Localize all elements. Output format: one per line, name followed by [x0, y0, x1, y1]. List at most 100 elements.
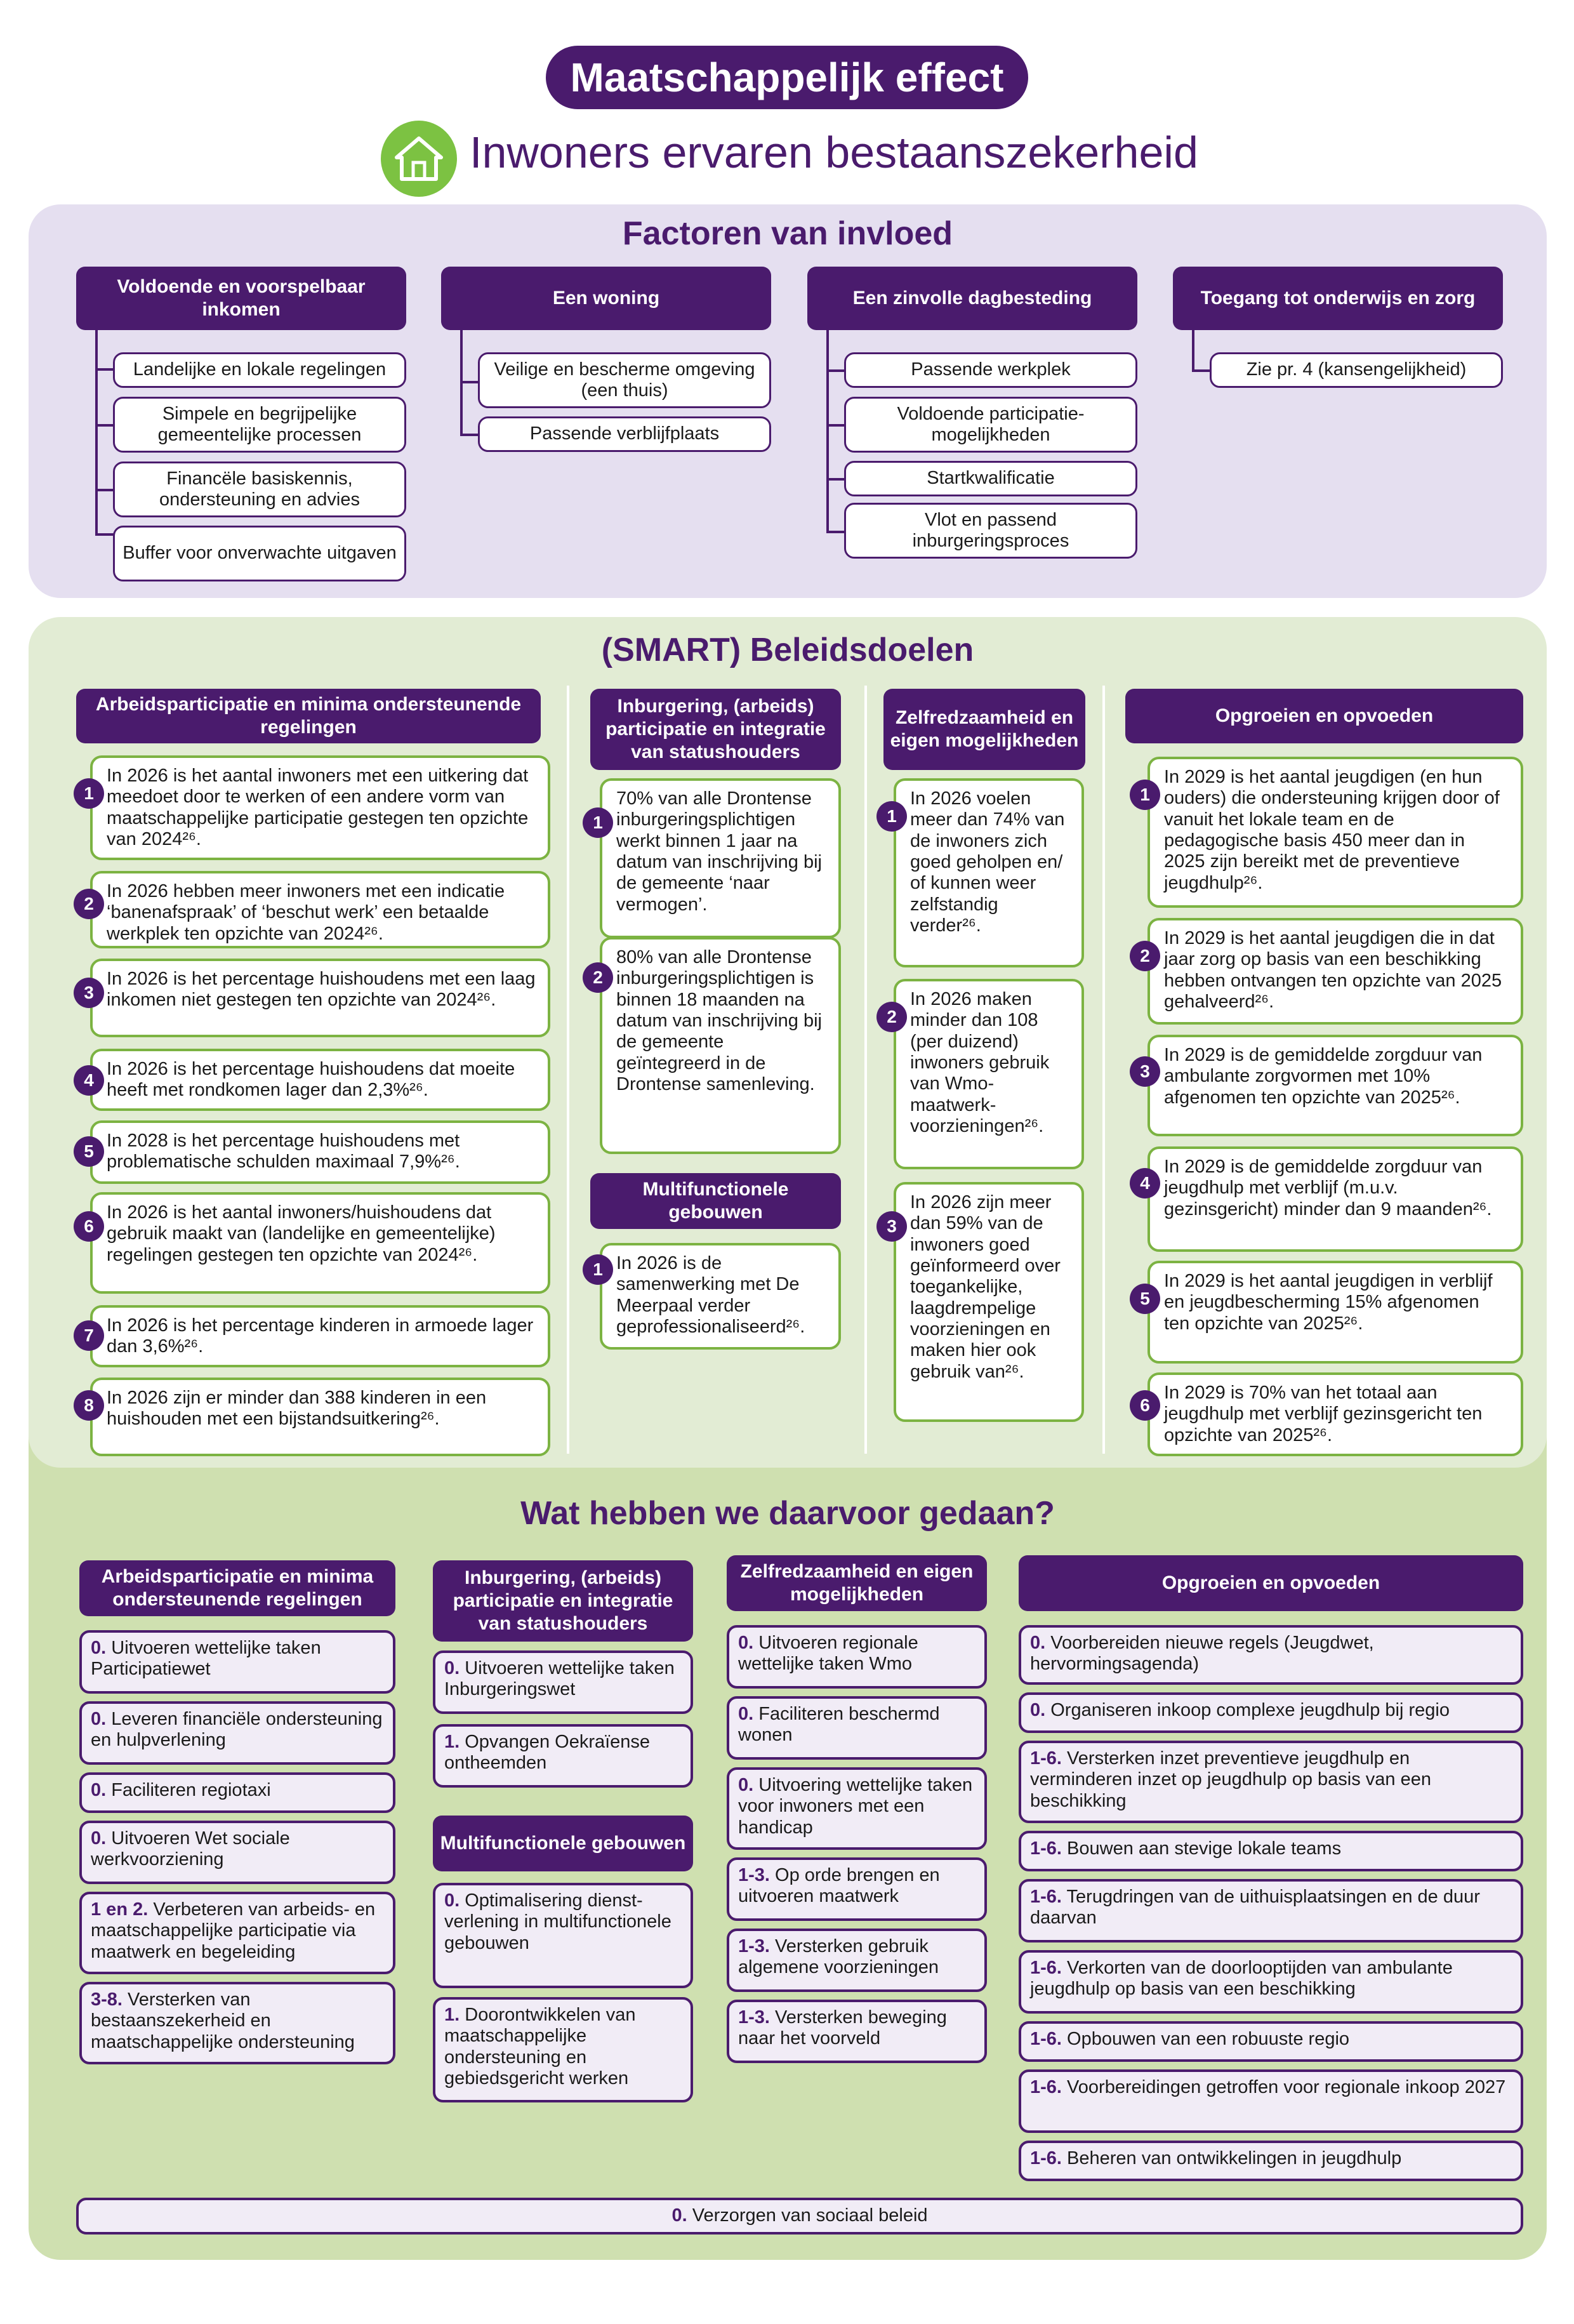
goal-text: In 2026 hebben meer inwoners met een ind…: [107, 881, 505, 944]
action-text: Uitvoeren wettelijke taken Inburgeringsw…: [444, 1658, 675, 1700]
action-code: 1-6.: [1030, 1838, 1062, 1859]
action-item: 0. Leveren financiële ondersteuning en h…: [79, 1701, 395, 1765]
action-text: Voorbereiden nieuwe regels (Jeugdwet, he…: [1030, 1633, 1374, 1675]
action-item: 1-6. Bouwen aan stevige lokale teams: [1019, 1831, 1523, 1871]
action-text: Op orde brengen en uitvoeren maatwerk: [738, 1865, 940, 1907]
action-item: 0. Optimalisering dienst-verlening in mu…: [433, 1883, 693, 1988]
goal-number: 3: [74, 978, 104, 1008]
action-item: 1-6. Terugdringen van de uithuisplaatsin…: [1019, 1879, 1523, 1942]
connector-line: [826, 330, 829, 532]
action-text: Leveren financiële ondersteuning en hulp…: [91, 1709, 383, 1751]
goal-text: In 2026 is het percentage huishoudens me…: [107, 969, 536, 1011]
action-code: 0.: [91, 1709, 107, 1729]
action-item: 3-8. Versterken van bestaanszekerheid en…: [79, 1982, 395, 2064]
action-code: 1-6.: [1030, 2148, 1062, 2168]
goal-number: 2: [583, 962, 613, 993]
action-code: 0.: [738, 1633, 754, 1653]
goal-text: In 2029 is het aantal jeugdigen in verbl…: [1164, 1271, 1493, 1334]
action-code: 0.: [1030, 1633, 1046, 1653]
goal-item: In 2026 maken minder dan 108 (per duizen…: [894, 979, 1084, 1169]
action-code: 0.: [91, 1780, 107, 1800]
factors-title: Factoren van invloed: [622, 215, 953, 252]
action-item: 0. Uitvoering wettelijke taken voor inwo…: [727, 1767, 987, 1850]
action-code: 0.: [671, 2205, 687, 2226]
action-text: Versterken beweging naar het voorveld: [738, 2007, 947, 2049]
goal-item: In 2026 is het aantal inwoners/huishoude…: [90, 1192, 550, 1294]
page-subtitle: Inwoners ervaren bestaanszekerheid: [470, 128, 1198, 177]
action-item: 1 en 2. Verbeteren van arbeids- en maats…: [79, 1892, 395, 1974]
goal-text: In 2026 zijn meer dan 59% van de inwoner…: [910, 1192, 1061, 1382]
goal-text: In 2029 is de gemiddelde zorgduur van am…: [1164, 1045, 1483, 1108]
connector-line: [826, 531, 845, 533]
goal-item: In 2029 is de gemiddelde zorgduur van je…: [1147, 1146, 1523, 1252]
action-text: Faciliteren beschermd wonen: [738, 1704, 940, 1746]
column-divider: [864, 686, 867, 1454]
goal-text: In 2026 voelen meer dan 74% van de inwon…: [910, 788, 1065, 936]
connector-line: [826, 478, 845, 481]
goal-item: In 2026 is het percentage huishoudens da…: [90, 1049, 550, 1111]
action-code: 1-3.: [738, 1865, 770, 1885]
factor-item: Financële basiskennis, ondersteuning en …: [113, 461, 406, 517]
factor-group-header: Toegang tot onderwijs en zorg: [1173, 267, 1503, 330]
connector-line: [826, 424, 845, 427]
action-code: 1-3.: [738, 1936, 770, 1956]
action-item: 1-6. Opbouwen van een robuuste regio: [1019, 2021, 1523, 2062]
goal-item: In 2026 is het percentage huishoudens me…: [90, 959, 550, 1037]
action-text: Verzorgen van sociaal beleid: [692, 2205, 928, 2226]
factor-item: Zie pr. 4 (kansengelijkheid): [1210, 352, 1503, 388]
goal-text: In 2026 is het percentage kinderen in ar…: [107, 1315, 534, 1357]
goal-item: In 2026 is het percentage kinderen in ar…: [90, 1305, 550, 1367]
action-item: 0. Uitvoeren Wet sociale werkvoorziening: [79, 1821, 395, 1884]
action-item: 1. Opvangen Oekraïense ontheemden: [433, 1724, 693, 1788]
factor-item: Veilige en bescherme omgeving (een thuis…: [478, 352, 771, 408]
action-text: Beheren van ontwikkelingen in jeugdhulp: [1067, 2148, 1402, 2168]
factor-item: Landelijke en lokale regelingen: [113, 352, 406, 388]
connector-line: [95, 533, 114, 536]
goal-number: 1: [74, 778, 104, 809]
action-code: 1-6.: [1030, 1887, 1062, 1907]
goal-number: 2: [876, 1002, 907, 1032]
goal-item: In 2026 is het aantal inwoners met een u…: [90, 755, 550, 860]
goal-item: In 2026 hebben meer inwoners met een ind…: [90, 871, 550, 948]
factor-item: Passende werkplek: [844, 352, 1137, 388]
goal-text: In 2026 is het aantal inwoners/huishoude…: [107, 1202, 496, 1265]
action-text: Uitvoeren regionale wettelijke taken Wmo: [738, 1633, 918, 1675]
goal-item: 70% van alle Drontense inburgeringsplich…: [600, 778, 841, 938]
goals-title: (SMART) Beleidsdoelen: [601, 632, 974, 668]
action-text: Uitvoering wettelijke taken voor inwoner…: [738, 1775, 973, 1838]
action-text: Uitvoeren Wet sociale werkvoorziening: [91, 1828, 290, 1870]
action-column-header: Inburgering, (arbeids) participatie en i…: [433, 1560, 693, 1642]
goal-number: 3: [876, 1211, 907, 1242]
connector-line: [460, 434, 479, 436]
action-subheader: Multifunctionele gebouwen: [433, 1816, 693, 1871]
action-code: 0.: [91, 1828, 107, 1849]
goal-number: 4: [74, 1065, 104, 1096]
goal-number: 7: [74, 1320, 104, 1351]
action-item: 0. Faciliteren beschermd wonen: [727, 1696, 987, 1760]
goal-column-header: Zelfredzaamheid en eigen mogelijkheden: [883, 689, 1085, 770]
action-item: 0. Faciliteren regiotaxi: [79, 1772, 395, 1813]
action-item: 0. Organiseren inkoop complexe jeugdhulp…: [1019, 1692, 1523, 1733]
action-item: 1-6. Versterken inzet preventieve jeugdh…: [1019, 1741, 1523, 1823]
action-text: Versterken gebruik algemene voorzieninge…: [738, 1936, 939, 1978]
goal-text: In 2028 is het percentage huishoudens me…: [107, 1131, 460, 1172]
action-item: 1-6. Beheren van ontwikkelingen in jeugd…: [1019, 2141, 1523, 2181]
goal-item: In 2026 zijn er minder dan 388 kinderen …: [90, 1378, 550, 1456]
goal-number: 1: [583, 1254, 613, 1285]
connector-line: [460, 381, 479, 383]
action-text: Opbouwen van een robuuste regio: [1067, 2029, 1350, 2049]
goal-text: 80% van alle Drontense inburgeringsplich…: [616, 947, 822, 1095]
factor-item: Passende verblijfplaats: [478, 416, 771, 452]
goal-item: In 2029 is de gemiddelde zorgduur van am…: [1147, 1035, 1523, 1136]
connector-line: [95, 424, 114, 427]
factor-item: Vlot en passend inburgeringsproces: [844, 503, 1137, 559]
action-code: 1.: [444, 1732, 460, 1752]
action-footer: 0. Verzorgen van sociaal beleid: [76, 2198, 1523, 2234]
goal-number: 1: [583, 807, 613, 838]
goal-subheader: Multifunctionele gebouwen: [590, 1173, 841, 1229]
goal-text: In 2026 zijn er minder dan 388 kinderen …: [107, 1388, 487, 1430]
connector-line: [826, 369, 845, 372]
action-text: Faciliteren regiotaxi: [111, 1780, 271, 1800]
action-code: 1 en 2.: [91, 1899, 149, 1920]
connector-line: [95, 489, 114, 491]
